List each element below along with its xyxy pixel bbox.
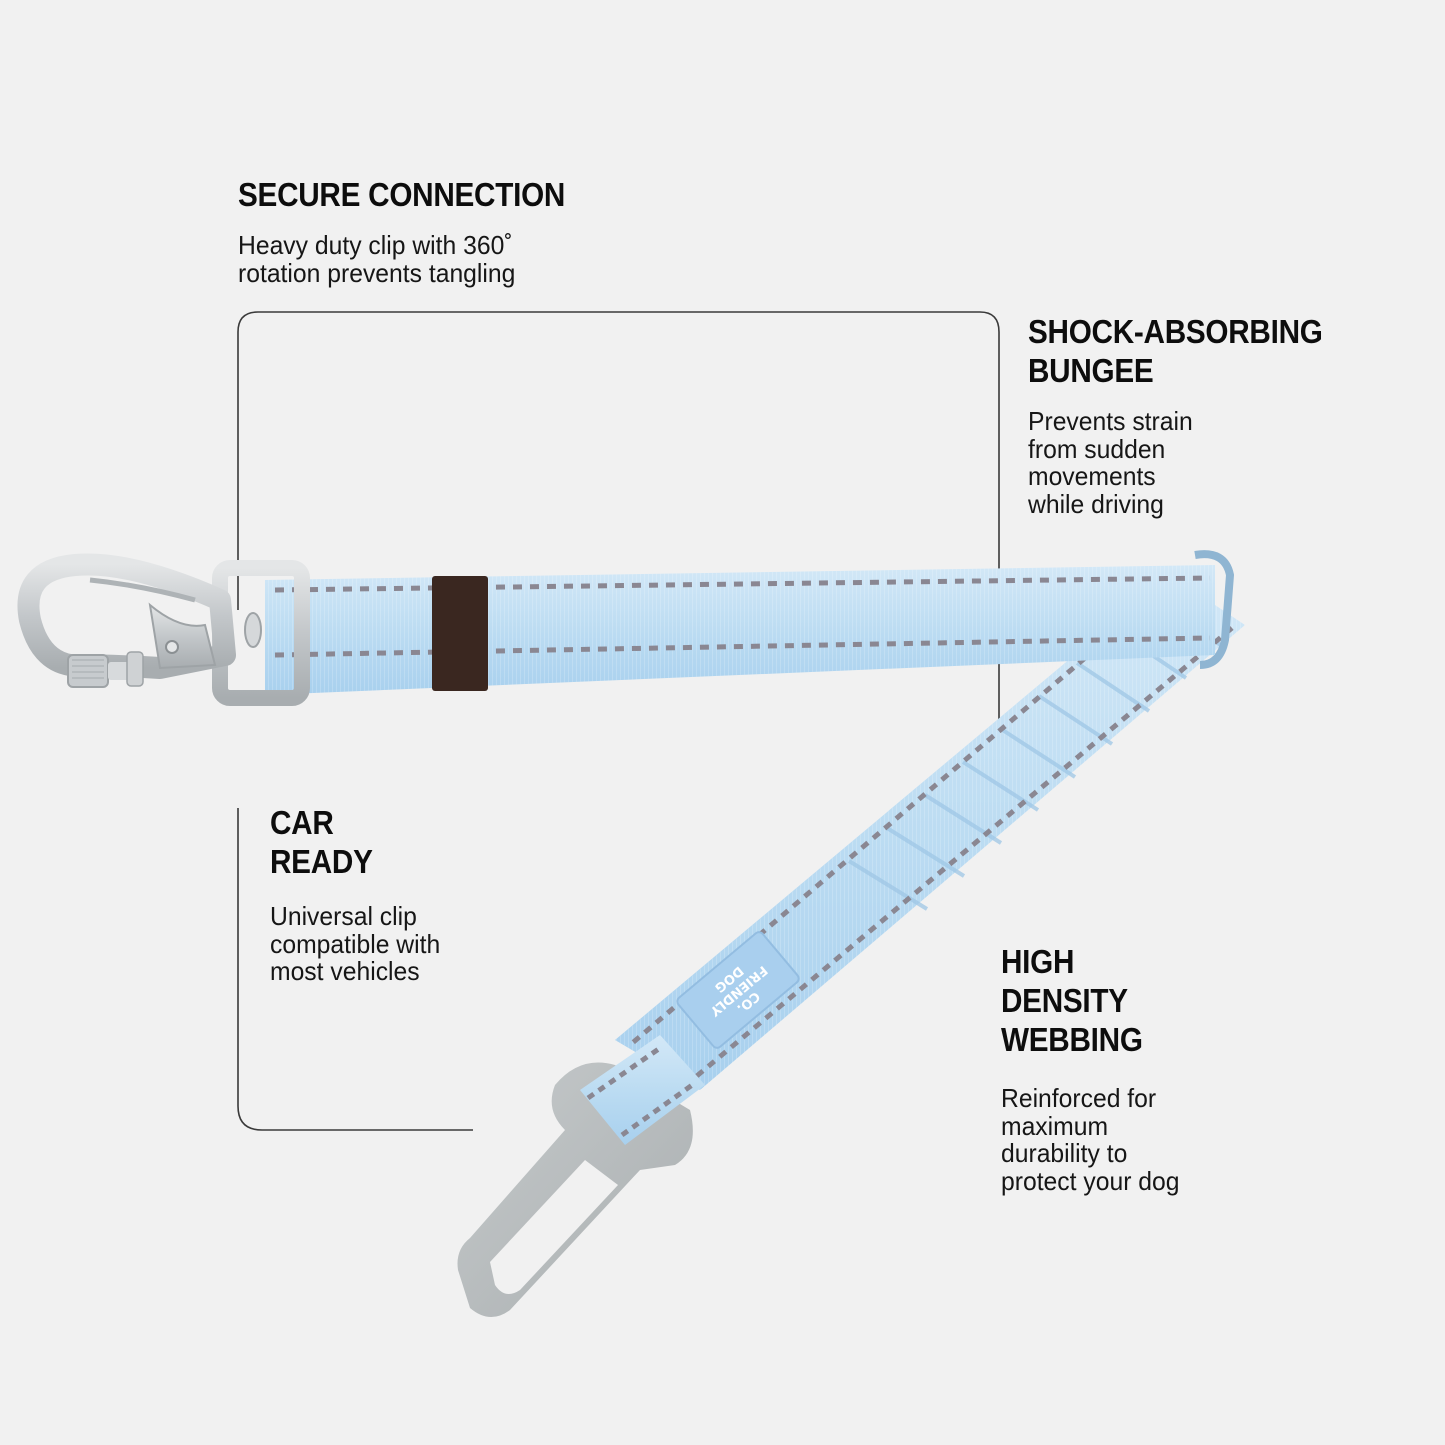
callout-title-line: HIGH [1001,943,1075,980]
seatbelt-buckle [457,1035,705,1318]
callout-secure-connection: SECURE CONNECTION Heavy duty clip with 3… [238,175,601,287]
callout-title-line: WEBBING [1001,1021,1143,1058]
callout-title-line: DENSITY [1001,982,1128,1019]
callout-title: CAR READY [270,803,431,881]
callout-high-density-webbing: HIGH DENSITY WEBBING Reinforced for maxi… [1001,942,1189,1195]
callout-description: Prevents strain from sudden movements wh… [1028,406,1193,519]
callout-title-line: SHOCK-ABSORBING [1028,313,1323,350]
callout-description: Universal clip compatible with most vehi… [270,901,441,986]
snap-hook [17,553,310,706]
leader-line-secure [237,311,1000,763]
callout-title-line: CAR [270,804,334,841]
callout-title-line: BUNGEE [1028,352,1154,389]
callout-description: Reinforced for maximum durability to pro… [1001,1083,1180,1196]
strap-keeper [432,576,488,691]
callout-title: HIGH DENSITY WEBBING [1001,942,1170,1059]
leader-line-car [237,808,473,1131]
callout-title: SECURE CONNECTION [238,176,566,213]
callout-title-line: READY [270,843,373,880]
callout-car-ready: CAR READY Universal clip compatible with… [270,803,449,986]
callout-description: Heavy duty clip with 360˚ rotation preve… [238,230,516,288]
callout-shock-absorbing-bungee: SHOCK-ABSORBING BUNGEE Prevents strain f… [1028,312,1355,518]
top-strap [265,565,1215,695]
brand-tag: DOG FRIENDLY CO. [676,931,800,1049]
leader-lines [237,311,1000,1131]
d-ring [1194,550,1235,669]
callout-title: SHOCK-ABSORBING BUNGEE [1028,312,1323,390]
